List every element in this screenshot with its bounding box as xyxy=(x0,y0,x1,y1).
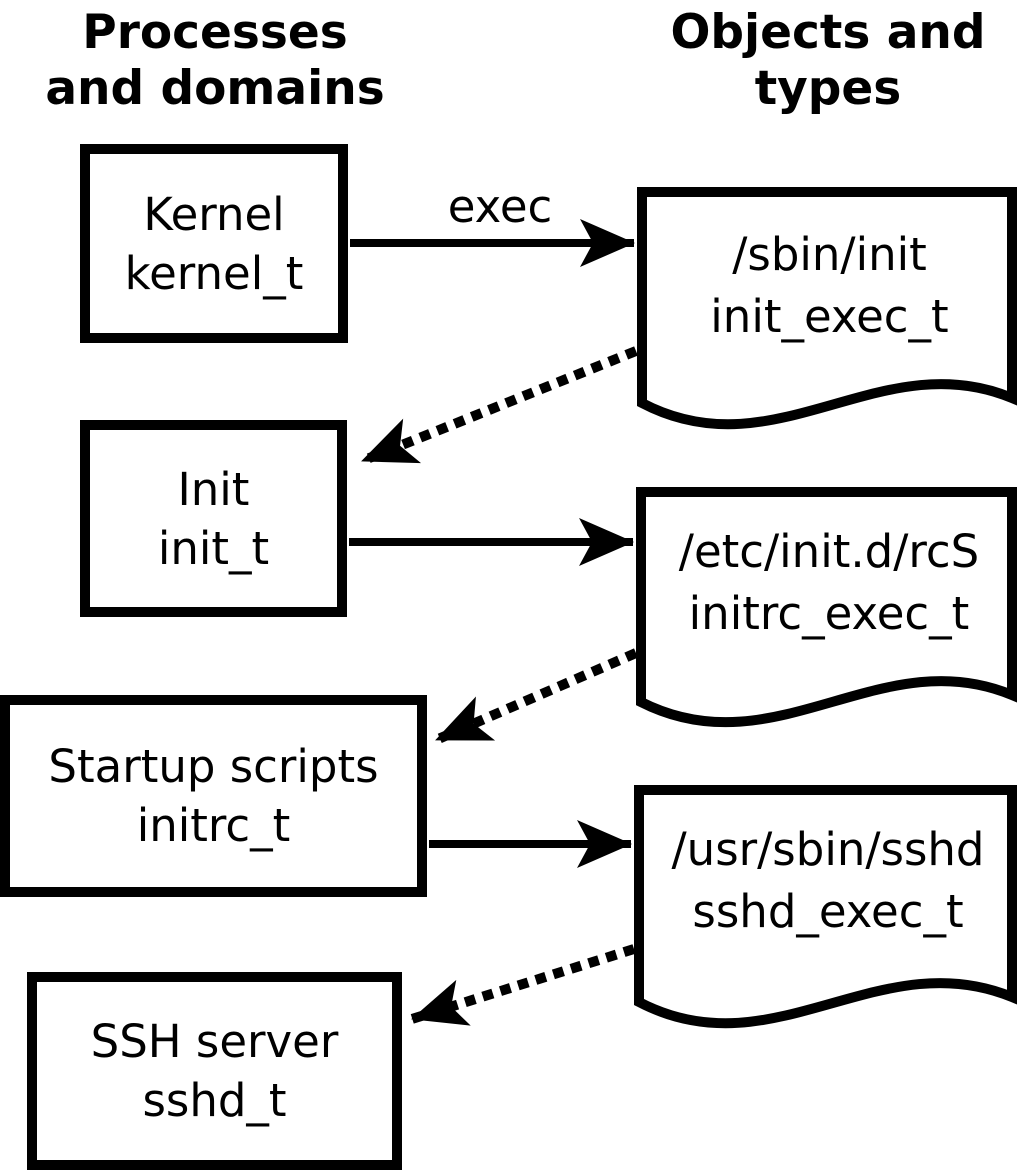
process-name: SSH server xyxy=(90,1015,339,1068)
object-path: /etc/init.d/rcS xyxy=(678,525,980,578)
column-header-processes: Processes and domains xyxy=(10,5,420,117)
object-type: sshd_exec_t xyxy=(692,885,964,938)
column-header-processes-line1: Processes xyxy=(82,5,348,60)
process-box-startup-scripts: Startup scripts initrc_t xyxy=(0,695,427,897)
exec-arrow-label: exec xyxy=(447,180,553,233)
process-name: Kernel xyxy=(143,187,285,241)
transition-arrow-to-initrc xyxy=(434,648,638,745)
column-header-objects: Objects and types xyxy=(623,5,1024,117)
document-shape-usr-sbin-sshd xyxy=(634,785,1017,1029)
object-type: init_exec_t xyxy=(710,290,949,343)
document-shape-sbin-init xyxy=(637,187,1017,430)
process-domain-type: init_t xyxy=(157,521,270,575)
process-box-init: Init init_t xyxy=(80,420,347,617)
process-name: Startup scripts xyxy=(48,740,379,793)
transition-arrow-to-init xyxy=(360,346,638,466)
object-path: /usr/sbin/sshd xyxy=(671,823,985,876)
process-domain-type: initrc_t xyxy=(136,799,291,852)
column-header-objects-line1: Objects and xyxy=(670,5,986,60)
object-type: initrc_exec_t xyxy=(688,587,970,640)
transition-arrow-to-sshd xyxy=(410,944,636,1026)
column-header-objects-line2: types xyxy=(754,61,902,116)
object-label-sbin-init: /sbin/init init_exec_t xyxy=(647,197,1012,375)
process-domain-type: sshd_t xyxy=(142,1074,287,1127)
document-shape-etc-initd-rcs xyxy=(636,487,1017,728)
column-header-processes-line2: and domains xyxy=(45,61,385,116)
object-label-etc-initd-rcs: /etc/init.d/rcS initrc_exec_t xyxy=(646,497,1012,669)
process-domain-type: kernel_t xyxy=(124,246,304,300)
process-box-ssh-server: SSH server sshd_t xyxy=(27,972,402,1170)
process-box-kernel: Kernel kernel_t xyxy=(80,144,348,343)
process-name: Init xyxy=(177,462,250,516)
object-path: /sbin/init xyxy=(732,228,927,281)
object-label-usr-sbin-sshd: /usr/sbin/sshd sshd_exec_t xyxy=(644,795,1012,967)
